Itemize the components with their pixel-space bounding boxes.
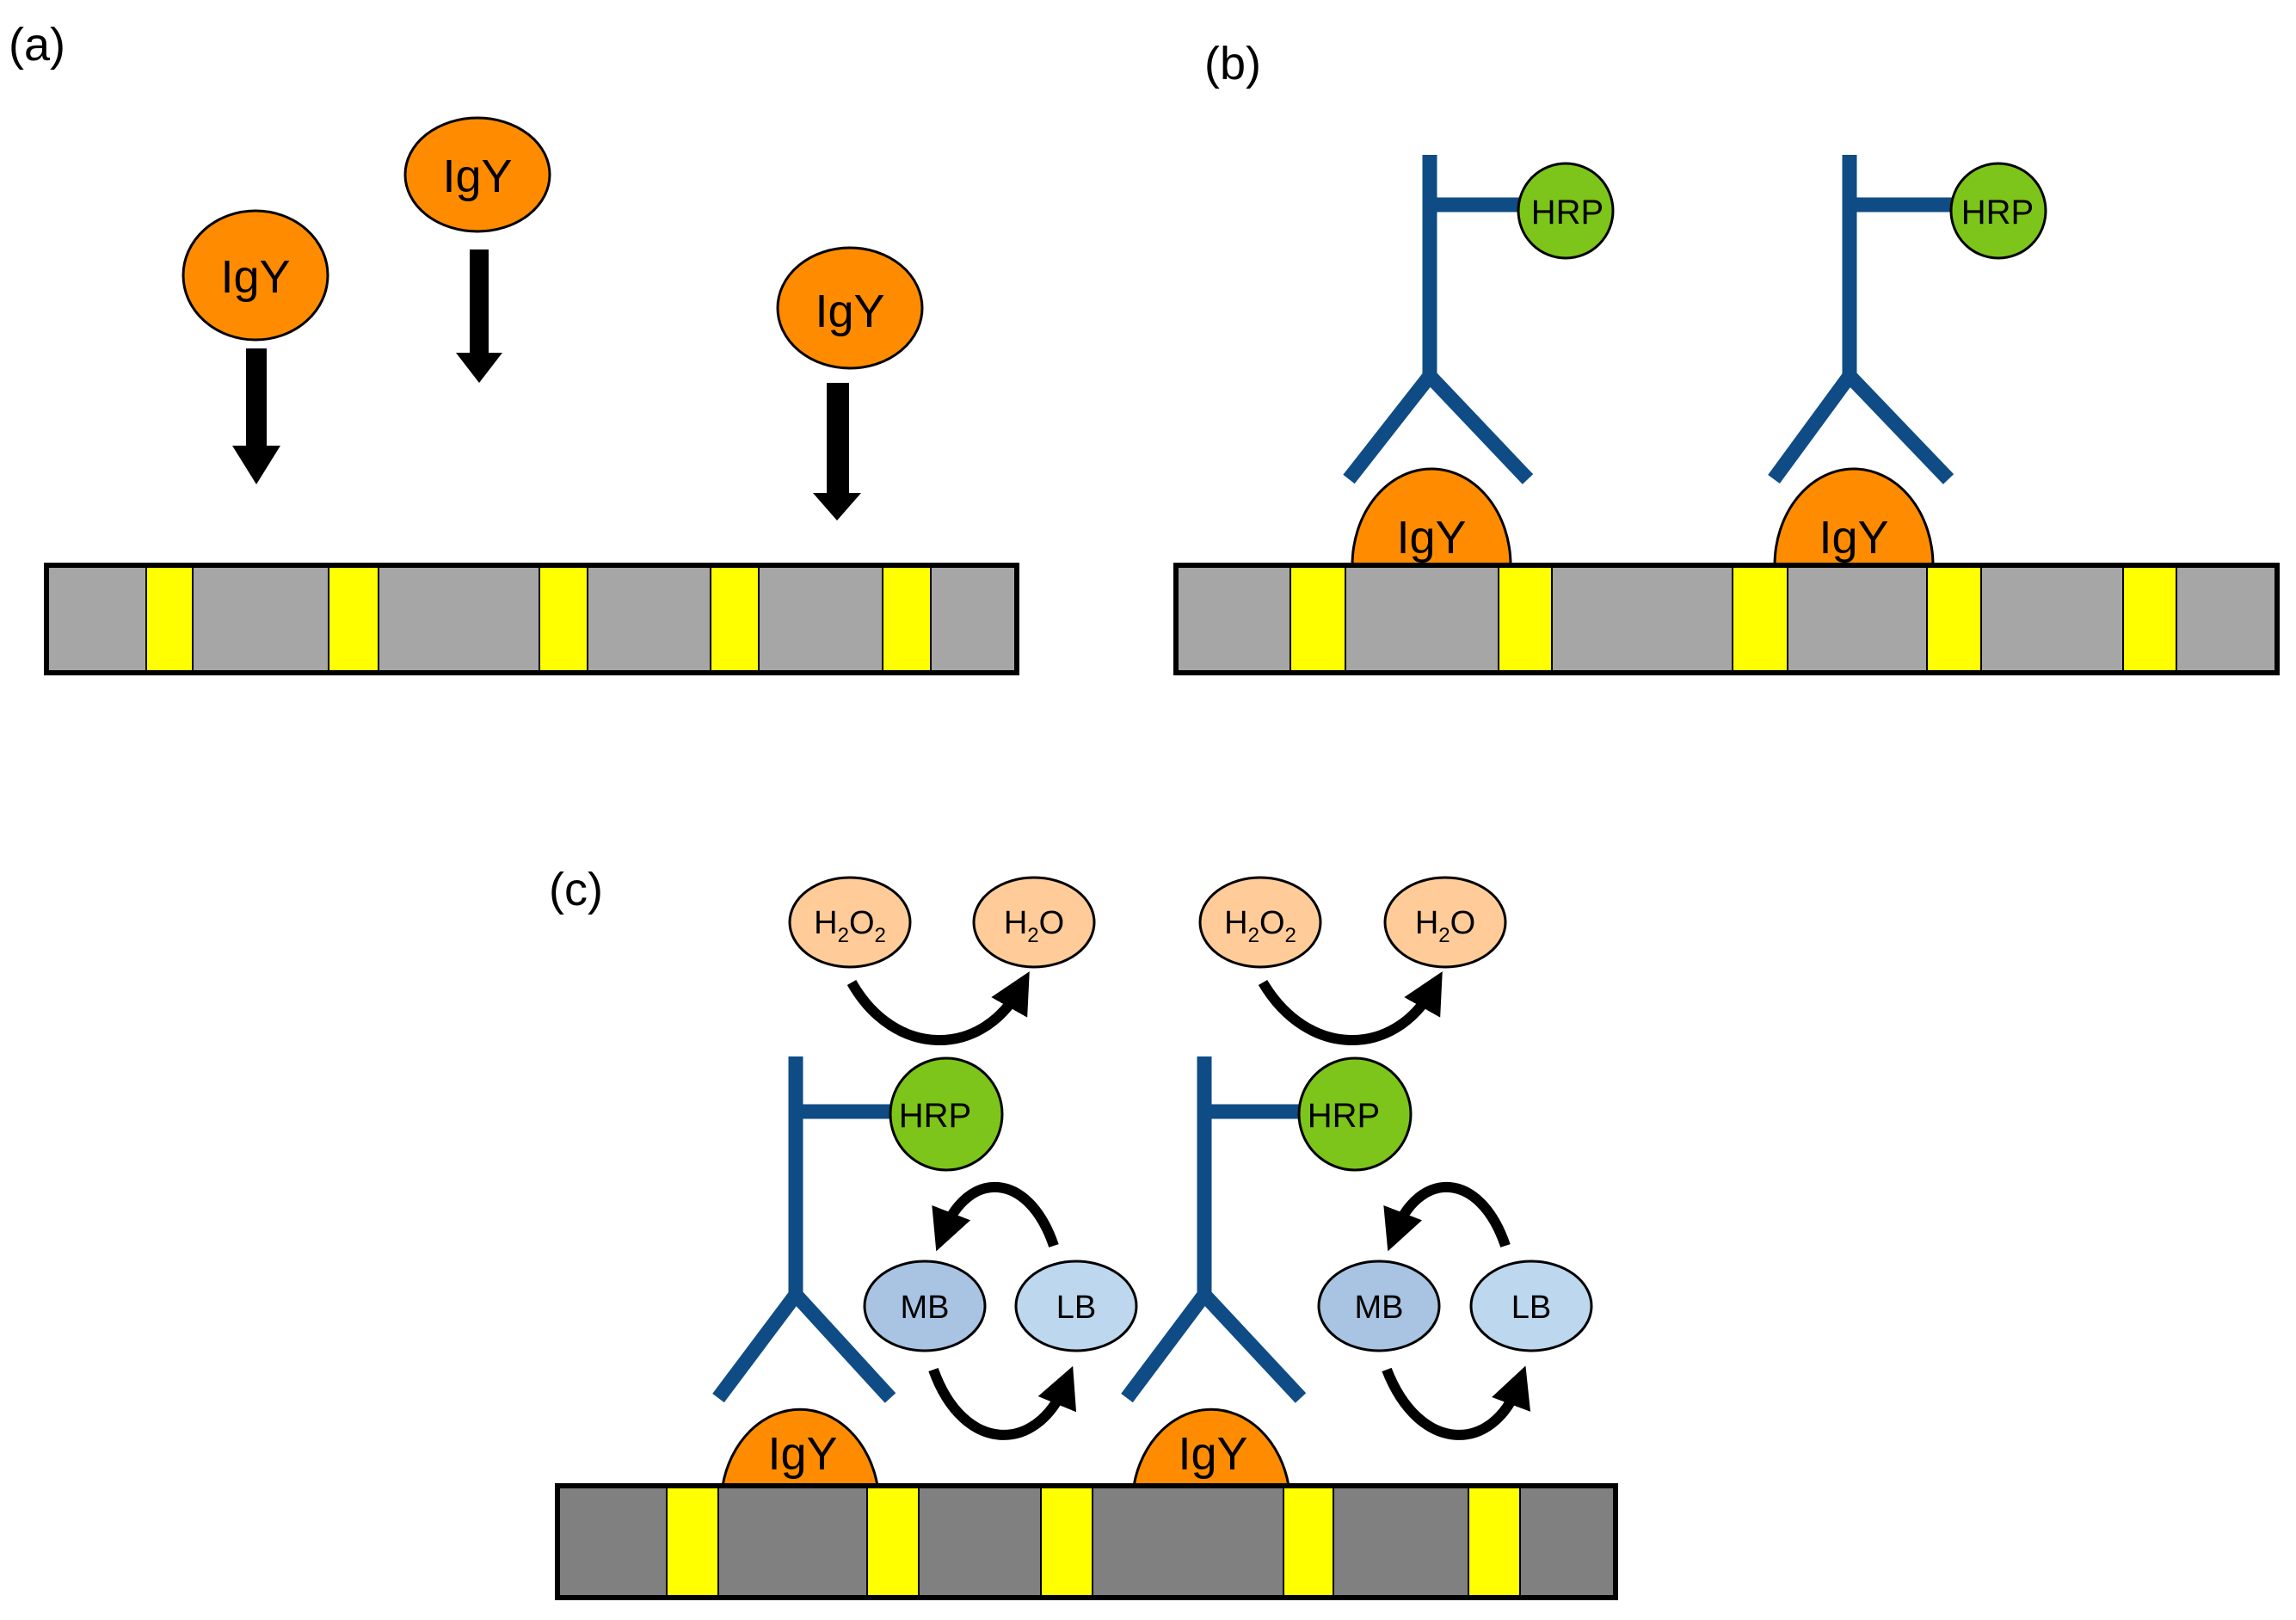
electrode-band — [1290, 564, 1346, 674]
hrp-label: HRP — [1531, 194, 1604, 231]
igy-label: IgY — [442, 151, 512, 202]
antibody-icon — [712, 1056, 896, 1403]
down-arrow-icon — [813, 383, 861, 520]
panel-a: (a) IgY IgY IgY — [9, 19, 1019, 675]
electrode-band — [882, 564, 932, 674]
hrp-label: HRP — [1308, 1097, 1380, 1135]
electrode-band — [666, 1485, 719, 1598]
down-arrow-icon — [232, 348, 280, 484]
panel-b: (b) HRP IgY HRP IgY — [1173, 38, 2280, 675]
mb-molecule: MB — [1317, 1260, 1441, 1352]
electrode-band — [1732, 564, 1788, 674]
electrode-band — [1040, 1485, 1093, 1598]
electrode-band — [328, 564, 379, 674]
hrp-enzyme: HRP — [889, 1056, 1004, 1172]
curved-arrow-icon — [928, 1365, 1077, 1440]
electrode-band — [2122, 564, 2177, 674]
igy-molecule: IgY — [776, 246, 924, 370]
igy-label: IgY — [220, 251, 290, 303]
lb-label: LB — [1056, 1290, 1096, 1326]
mb-molecule: MB — [863, 1260, 987, 1352]
svg-text:H2O: H2O — [1415, 905, 1475, 947]
hrp-label: HRP — [1961, 194, 2034, 231]
h2o-molecule: H2O — [1383, 876, 1507, 969]
igy-molecule: IgY — [1773, 467, 1935, 567]
igy-label: IgY — [815, 286, 884, 337]
igy-molecule: IgY — [182, 209, 329, 342]
panel-c-label: (c) — [549, 864, 603, 915]
antibody-icon — [1121, 1056, 1307, 1403]
igy-molecule: IgY — [721, 1407, 879, 1488]
curved-arrow-icon — [932, 1182, 1059, 1252]
igy-label: IgY — [767, 1428, 837, 1480]
igy-molecule: IgY — [1351, 467, 1512, 567]
electrode-band — [145, 564, 194, 674]
igy-molecule: IgY — [403, 116, 551, 233]
antibody-icon — [1768, 155, 1954, 484]
igy-label: IgY — [1396, 512, 1466, 564]
electrode-band — [1498, 564, 1553, 674]
electrode-band — [1283, 1485, 1334, 1598]
curved-arrow-icon — [1382, 1365, 1531, 1440]
lb-label: LB — [1511, 1290, 1551, 1326]
h2o2-molecule: H2O2 — [788, 876, 912, 969]
electrode-strip — [44, 563, 1019, 675]
h2o2-molecule: H2O2 — [1198, 876, 1322, 969]
curved-arrow-icon — [1258, 971, 1443, 1045]
electrode-band — [866, 1485, 920, 1598]
igy-label: IgY — [1819, 512, 1888, 564]
h2o-molecule: H2O — [972, 876, 1096, 969]
electrode-band — [1926, 564, 1982, 674]
electrode-strip — [1173, 563, 2280, 675]
svg-text:H2O: H2O — [1004, 905, 1064, 947]
mb-label: MB — [901, 1290, 950, 1326]
svg-text:H2O2: H2O2 — [814, 905, 886, 947]
curved-arrow-icon — [846, 971, 1030, 1045]
curved-arrow-icon — [1383, 1182, 1511, 1252]
igy-label: IgY — [1178, 1428, 1247, 1480]
mb-label: MB — [1355, 1290, 1404, 1326]
down-arrow-icon — [456, 249, 502, 383]
igy-molecule: IgY — [1132, 1407, 1290, 1488]
hrp-enzyme: HRP — [1517, 162, 1615, 260]
antibody-icon — [1343, 155, 1534, 484]
lb-molecule: LB — [1014, 1260, 1138, 1352]
electrode-band — [539, 564, 588, 674]
panel-c: (c) H2O2 H2O HRP MB LB — [549, 864, 1618, 1600]
electrode-band — [1468, 1485, 1521, 1598]
hrp-label: HRP — [899, 1097, 971, 1135]
electrode-strip — [555, 1483, 1618, 1600]
svg-text:H2O2: H2O2 — [1224, 905, 1296, 947]
hrp-enzyme: HRP — [1949, 162, 2047, 260]
hrp-enzyme: HRP — [1297, 1056, 1413, 1172]
lb-molecule: LB — [1469, 1260, 1593, 1352]
panel-b-label: (b) — [1204, 38, 1261, 89]
panel-a-label: (a) — [9, 19, 65, 71]
electrode-band — [710, 564, 760, 674]
